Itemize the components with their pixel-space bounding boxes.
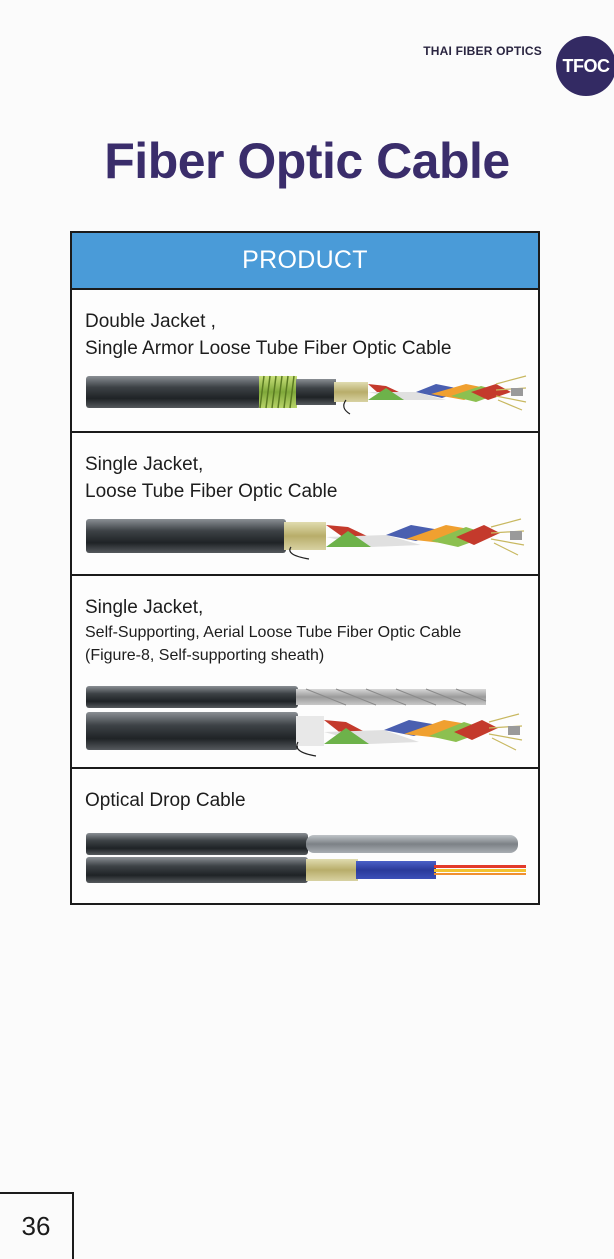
armored-cable-image xyxy=(86,375,527,415)
product-label-line1: Optical Drop Cable xyxy=(85,790,246,811)
logo-text: TFOC xyxy=(562,55,611,76)
product-row-double-jacket-armor: Double Jacket , Single Armor Loose Tube … xyxy=(72,290,538,433)
product-label-line3: (Figure-8, Self-supporting sheath) xyxy=(85,647,325,664)
page-number: 36 xyxy=(0,1192,74,1259)
product-row-optical-drop: Optical Drop Cable xyxy=(72,769,538,906)
product-row-single-jacket-loose-tube: Single Jacket, Loose Tube Fiber Optic Ca… xyxy=(72,433,538,576)
product-label-line1: Single Jacket, xyxy=(85,597,204,618)
figure-8-cable-image xyxy=(86,686,523,757)
brand-name: THAI FIBER OPTICS xyxy=(423,44,542,58)
brand: THAI FIBER OPTICS TFOC xyxy=(423,36,614,96)
product-label-line2: Loose Tube Fiber Optic Cable xyxy=(85,481,338,502)
tfoc-logo: TFOC xyxy=(556,36,614,96)
product-label-line1: Single Jacket, xyxy=(85,454,204,475)
product-label: Optical Drop Cable xyxy=(85,787,246,814)
product-label-line2: Self-Supporting, Aerial Loose Tube Fiber… xyxy=(85,624,462,641)
product-label: Double Jacket , Single Armor Loose Tube … xyxy=(85,308,451,362)
product-label-line1: Double Jacket , xyxy=(85,311,216,332)
loose-tube-cable-image xyxy=(86,518,525,560)
table-header: PRODUCT xyxy=(72,233,538,290)
product-label: Single Jacket, Loose Tube Fiber Optic Ca… xyxy=(85,451,337,505)
page-title: Fiber Optic Cable xyxy=(104,133,510,189)
product-table: PRODUCT Double Jacket , Single Armor Loo… xyxy=(70,231,540,905)
product-label: Single Jacket, Self-Supporting, Aerial L… xyxy=(85,594,461,667)
drop-cable-image xyxy=(86,833,526,883)
product-label-line2: Single Armor Loose Tube Fiber Optic Cabl… xyxy=(85,338,452,359)
product-row-figure-8-aerial: Single Jacket, Self-Supporting, Aerial L… xyxy=(72,576,538,769)
